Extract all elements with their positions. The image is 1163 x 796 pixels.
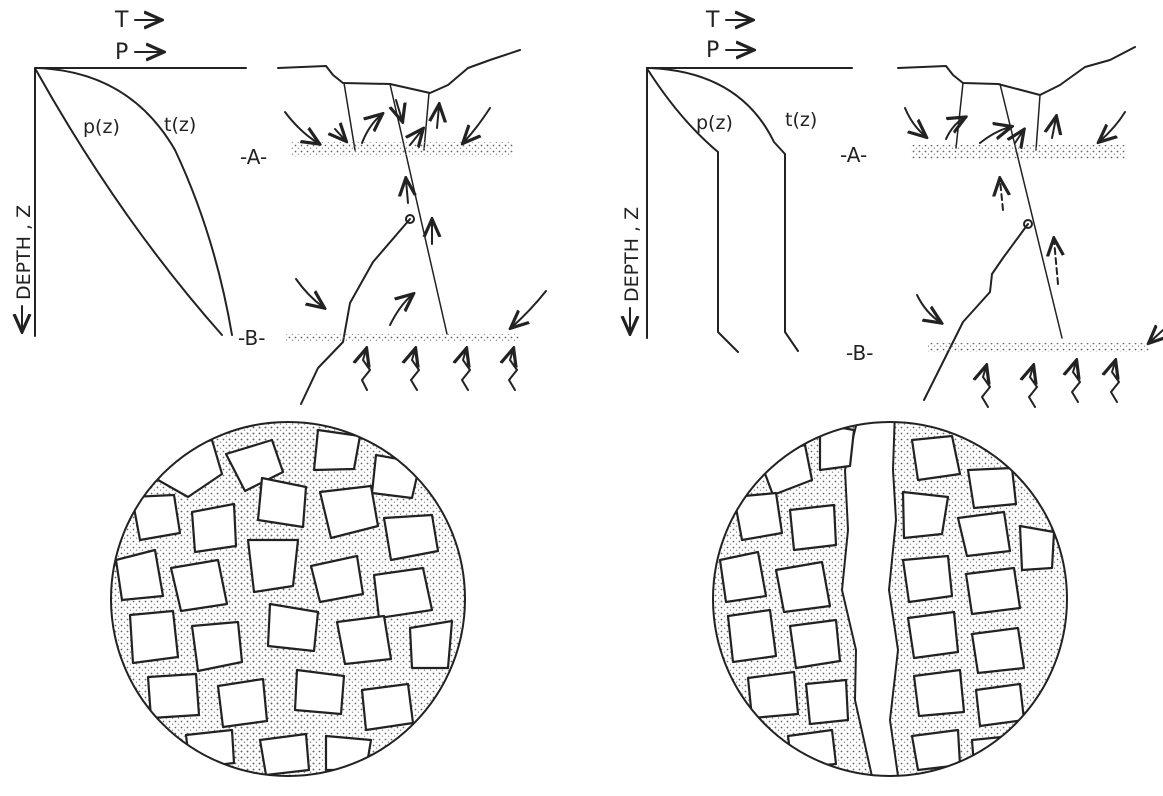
- right-panel: T P DEPTH , Z p(z) t(z) -A- -B-: [621, 8, 1163, 790]
- left-ground-surface: [278, 50, 520, 93]
- left-level-a-band: [291, 142, 513, 157]
- right-fault-2: [1000, 84, 1062, 338]
- right-fault-1: [956, 83, 963, 148]
- right-temperature-label: T: [705, 8, 720, 33]
- right-fault-3: [1036, 95, 1040, 150]
- right-cross-section: -A- -B-: [840, 47, 1163, 407]
- left-profile-plot: p(z) t(z): [35, 68, 246, 336]
- right-profile-plot: p(z) t(z): [647, 68, 852, 352]
- right-temperature-curve: [650, 68, 798, 351]
- right-level-b-label: -B-: [846, 341, 873, 365]
- left-pore-magnifier: [111, 410, 465, 790]
- right-axis-labels: T P DEPTH , Z: [621, 8, 752, 332]
- left-fault-3: [424, 93, 429, 150]
- left-cross-section: -A- -B-: [238, 50, 546, 404]
- right-intrusion-conduit: [924, 224, 1028, 400]
- right-pressure-label: P: [706, 38, 719, 63]
- right-level-a-band: [911, 145, 1126, 159]
- left-level-b-label: -B-: [238, 326, 265, 350]
- left-temperature-label: T: [114, 8, 129, 33]
- left-level-b-band: [286, 334, 520, 342]
- left-intrusion-conduit: [301, 219, 410, 404]
- left-temperature-curve-label: t(z): [164, 114, 196, 136]
- left-temperature-curve: [38, 68, 232, 335]
- right-level-b-band: [928, 343, 1150, 352]
- left-depth-label: DEPTH , Z: [13, 205, 35, 300]
- left-panel: T P DEPTH , Z p(z) t(z) -A- -B-: [13, 8, 546, 790]
- left-pressure-curve: [36, 70, 222, 335]
- left-level-a-label: -A-: [240, 145, 267, 169]
- left-pressure-label: P: [115, 40, 128, 65]
- right-temperature-curve-label: t(z): [785, 109, 817, 131]
- left-pressure-curve-label: p(z): [83, 116, 120, 138]
- right-depth-label: DEPTH , Z: [621, 207, 643, 302]
- right-pore-magnifier: [700, 410, 1080, 790]
- right-level-a-label: -A-: [840, 143, 867, 167]
- right-pressure-curve-label: p(z): [696, 112, 733, 134]
- right-ground-surface: [898, 47, 1135, 95]
